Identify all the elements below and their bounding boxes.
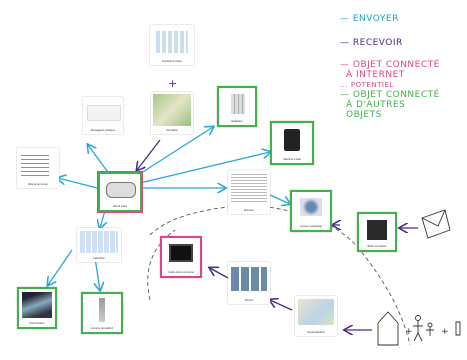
node-radiateur[interactable]: Radiateur — [217, 86, 257, 127]
label-previsions-meteo: Prévisions météo — [162, 60, 182, 63]
label-geolocalisation: Géolocalisation — [307, 331, 325, 334]
node-previsions-meteo[interactable]: Prévisions météo — [150, 25, 194, 65]
node-machine-cafe[interactable]: Machine à café — [270, 121, 314, 165]
node-porte-fenetre[interactable]: Porte fenêtre — [17, 287, 57, 329]
plus-sign: + — [168, 77, 177, 90]
node-lecteur-multimedia[interactable]: Lecteur multimédia — [290, 190, 332, 232]
coffee-machine-image — [284, 129, 300, 151]
legend: — ENVOYER — RECEVOIR — OBJET CONNECTÉ À … — [340, 14, 465, 120]
label-releve-temps: Relevé du temps — [28, 183, 48, 186]
send-arrows — [48, 127, 290, 290]
node-calendrier[interactable]: Calendrier — [77, 228, 121, 262]
ceiling-light-image — [99, 298, 105, 322]
legend-objet-objets: — OBJET CONNECTÉ À D'AUTRES OBJETS — [340, 90, 440, 120]
message-display-image — [87, 105, 121, 121]
svg-text:+: + — [441, 327, 449, 337]
window-image — [22, 292, 52, 318]
node-messagerie-publique[interactable]: Messagerie publique — [83, 97, 123, 134]
map-image — [153, 94, 191, 126]
node-reveil-matin[interactable]: Réveil matin — [97, 171, 143, 213]
envelope-icon — [421, 209, 451, 239]
node-photos[interactable]: Photos — [228, 262, 270, 304]
weather-grid-image — [156, 31, 188, 53]
label-cadre-photo: Cadre photo connecté — [168, 271, 194, 274]
node-bourses[interactable]: Bourses — [228, 170, 270, 214]
house-people-icon: + + — [377, 311, 461, 346]
potential-region-inner — [147, 229, 176, 301]
node-boite-lettres[interactable]: Boîte aux lettres — [357, 212, 397, 252]
node-cadre-photo[interactable]: Cadre photo connecté — [160, 236, 202, 278]
radiator-image — [231, 94, 245, 114]
photo-frame-image — [169, 244, 193, 262]
label-circulation: Circulation — [165, 129, 179, 132]
label-photos: Photos — [244, 299, 254, 302]
media-player-image — [300, 198, 322, 216]
label-calendrier: Calendrier — [93, 257, 105, 260]
legend-envoyer: — ENVOYER — [340, 14, 399, 24]
legend-recevoir: — RECEVOIR — [340, 38, 403, 48]
time-table-image — [21, 152, 49, 176]
photos-grid-image — [231, 267, 267, 291]
mailbox-image — [367, 220, 387, 240]
label-lecteur-multimedia: Lecteur multimédia — [300, 225, 322, 228]
calendar-image — [80, 231, 118, 253]
alarm-clock-image — [106, 182, 136, 198]
label-reveil-matin: Réveil matin — [112, 205, 128, 208]
receive-arrows — [137, 139, 418, 330]
node-releve-temps[interactable]: Relevé du temps — [17, 148, 59, 188]
geo-map-image — [298, 299, 334, 325]
stocks-table-image — [231, 172, 267, 202]
node-lumiere-plafond[interactable]: Lumière du plafond — [81, 292, 123, 334]
node-circulation[interactable]: Circulation — [151, 92, 193, 134]
label-porte-fenetre: Porte fenêtre — [29, 322, 45, 325]
svg-text:+: + — [405, 327, 413, 337]
label-bourses: Bourses — [244, 209, 254, 212]
label-machine-cafe: Machine à café — [283, 158, 301, 161]
label-boite-lettres: Boîte aux lettres — [367, 245, 387, 248]
node-geolocalisation[interactable]: Géolocalisation — [295, 296, 337, 336]
legend-objet-internet: — OBJET CONNECTÉ À INTERNET ... POTENTIE… — [340, 60, 440, 89]
label-radiateur: Radiateur — [231, 120, 243, 123]
label-lumiere-plafond: Lumière du plafond — [90, 327, 114, 330]
label-messagerie-publique: Messagerie publique — [91, 129, 115, 132]
